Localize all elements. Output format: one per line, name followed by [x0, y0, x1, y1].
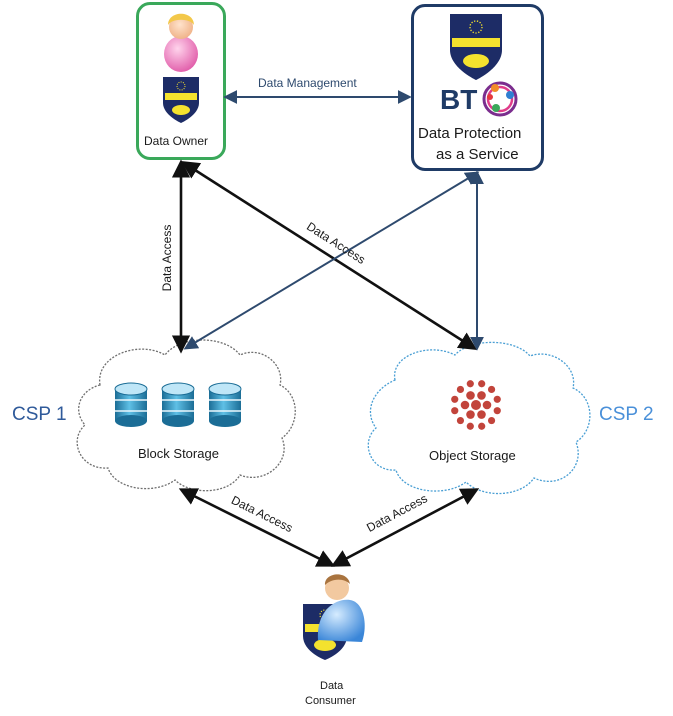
object-storage-dot: [466, 422, 474, 430]
csp2-label: CSP 2: [599, 404, 654, 425]
object-storage-dot: [466, 410, 475, 419]
data-consumer-label-line2: Consumer: [305, 695, 356, 707]
owner-block-access-label: Data Access: [160, 224, 174, 292]
escudo-logo-icon: [163, 77, 199, 123]
dpaas-block-arrow: [183, 171, 480, 350]
dpaas-label-line1: Data Protection: [418, 125, 522, 142]
object-storage-dot: [451, 395, 459, 403]
object-storage-dot: [456, 385, 465, 394]
object-storage-dot: [477, 391, 486, 400]
object-storage-dot: [477, 410, 486, 419]
object-storage-dot: [471, 400, 481, 410]
block-storage-label: Block Storage: [138, 446, 219, 461]
data-consumer-label-line1: Data: [320, 680, 344, 692]
block-consumer-access-arrow: [178, 488, 336, 567]
object-storage-dot: [466, 380, 474, 388]
csp1-label: CSP 1: [12, 404, 67, 425]
object-storage-dot: [478, 380, 486, 388]
data-owner-label: Data Owner: [144, 134, 209, 148]
owner-object-access-arrow: [180, 161, 478, 350]
object-storage-dot: [456, 416, 465, 425]
object-storage-dot: [460, 400, 470, 410]
object-consumer-access-arrow: [330, 488, 480, 567]
escudo-logo-icon: [450, 14, 502, 80]
bt-logo-icon: [482, 81, 518, 117]
bt-logo-text: BT: [440, 84, 478, 115]
object-storage-dot: [451, 407, 459, 415]
object-storage-dot: [487, 385, 496, 394]
object-storage-label: Object Storage: [429, 448, 516, 463]
object-storage-dot: [466, 391, 475, 400]
object-storage-dot: [482, 400, 492, 410]
object-storage-dot: [493, 395, 501, 403]
block-storage-disks-icon: [114, 382, 242, 427]
data-management-label: Data Management: [258, 76, 357, 90]
object-storage-dot: [493, 407, 501, 415]
data-owner-person-icon: [164, 13, 198, 72]
dpaas-label-line2: as a Service: [436, 146, 519, 163]
object-storage-dot: [478, 422, 486, 430]
object-storage-dot: [487, 416, 496, 425]
data-consumer-person-icon: [317, 574, 365, 642]
object-storage-dots-icon: [451, 380, 501, 430]
